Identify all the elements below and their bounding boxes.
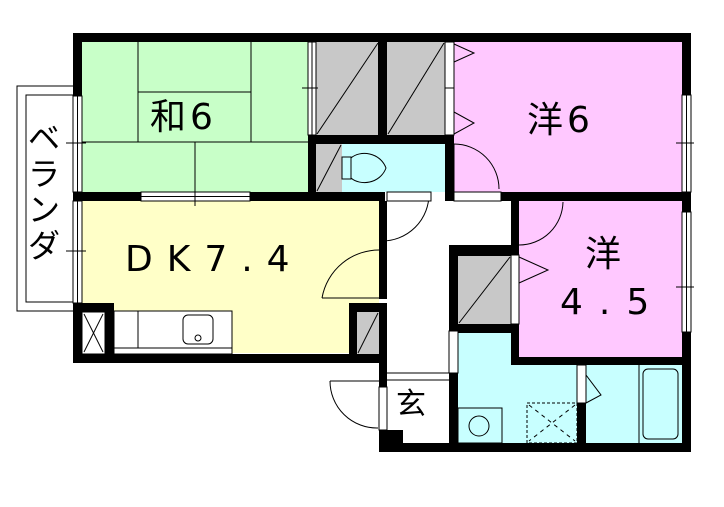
balcony-char: ラ [27,155,60,193]
hall-openings [378,191,502,431]
room-label-washitsu: 和6 [150,97,217,138]
kitchen-counter [113,310,233,355]
toilet-fill [342,144,445,192]
closet-doors [444,41,587,404]
door-swings [321,43,602,429]
fridge-icon [81,311,106,355]
washroom-fixtures [457,365,679,444]
room-label-western-45-kanji: 洋 [585,234,622,275]
washroom-fill [458,331,577,443]
walls [73,33,691,452]
room-label-genkan: 玄 [396,387,426,422]
balcony-label: ベ ラ ン ダ [26,120,62,264]
bathtub-icon [642,368,679,440]
bath-fill [586,365,682,443]
windows [66,41,694,333]
sink-icon [182,314,214,345]
tatami-lines [82,42,308,202]
storage-diagonals [316,42,511,354]
room-label-western-6: 洋6 [527,100,594,141]
western-45-fill [519,201,682,357]
room-label-western-45-size: 4.5 [560,282,666,323]
balcony-char: ベ [27,119,60,157]
washbasin-icon [457,407,503,444]
room-label-dk: DK7.4 [125,239,304,280]
toilet-icon [341,152,387,184]
washer-pan-icon [526,402,578,444]
western-6-fill [454,42,682,192]
balcony-char: ン [27,191,60,229]
balcony-char: ダ [27,227,60,265]
